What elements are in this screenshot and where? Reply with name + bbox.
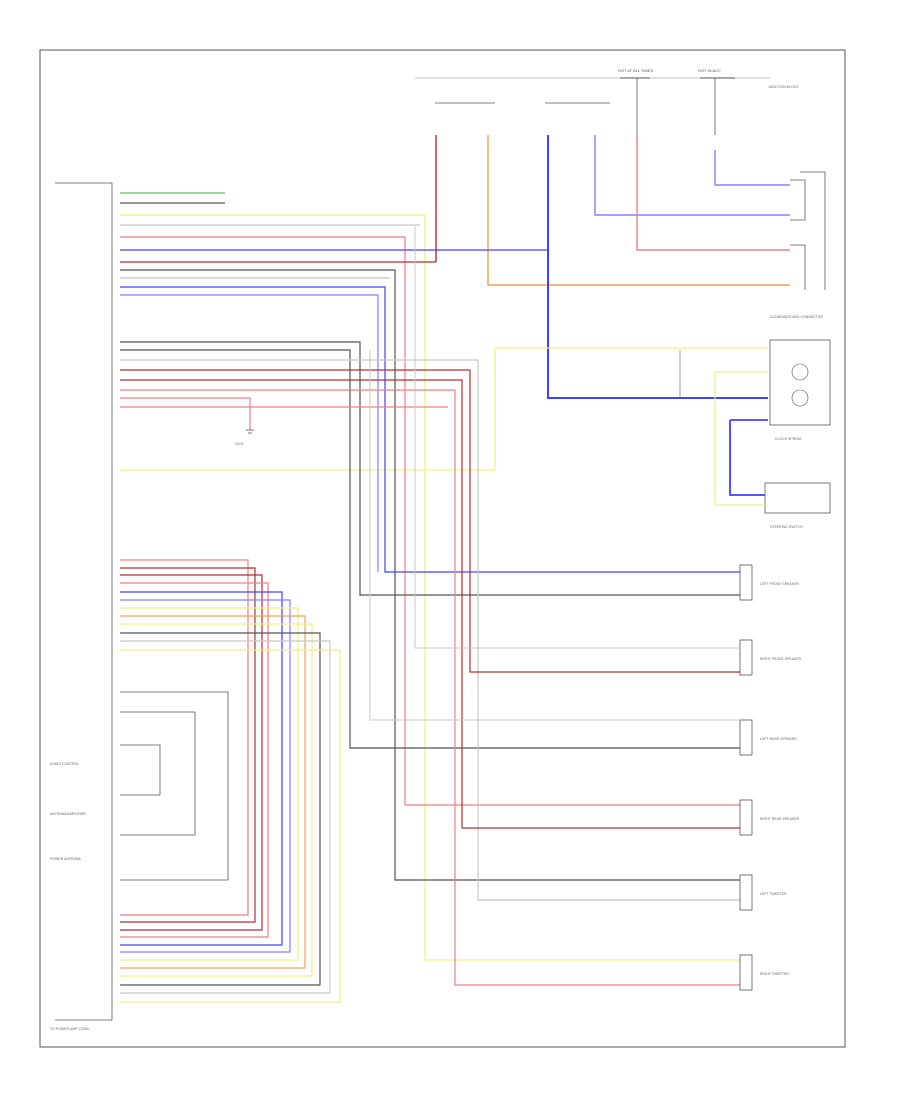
- junction-block-label: JUNCTION BLOCK: [768, 85, 799, 89]
- bottom-connector-label: TO POWER AMP CONN.: [50, 1027, 90, 1031]
- speaker-right-front: RIGHT FRONT SPEAKER: [739, 639, 802, 676]
- hot-at-all-times-label: HOT AT ALL TIMES: [618, 68, 653, 73]
- steering-switch-label: STEERING SWITCH: [770, 525, 803, 529]
- ground-symbol: G101: [235, 429, 254, 446]
- tweeter-right: RIGHT TWEETER: [739, 954, 789, 991]
- radio-unit: [55, 182, 113, 1021]
- tweeter-left: LEFT TWEETER: [739, 874, 787, 911]
- top-vertical-wires: [435, 135, 790, 399]
- svg-text:RIGHT FRONT SPEAKER: RIGHT FRONT SPEAKER: [760, 657, 802, 661]
- steering-switch: STEERING SWITCH: [764, 482, 831, 529]
- svg-text:RIGHT REAR SPEAKER: RIGHT REAR SPEAKER: [760, 817, 800, 821]
- power-antenna-label: POWER ANTENNA: [50, 857, 81, 861]
- radio-lower-wires: [120, 559, 341, 1003]
- speaker-right-rear: RIGHT REAR SPEAKER: [739, 799, 800, 836]
- svg-text:LEFT FRONT SPEAKER: LEFT FRONT SPEAKER: [760, 582, 799, 586]
- diagram-frame: [39, 49, 846, 1048]
- junction-connector: [790, 171, 826, 290]
- steering-wires: [120, 347, 768, 506]
- speaker-extra-wires: [369, 225, 740, 721]
- hot-in-acc-label: HOT IN ACC: [698, 68, 721, 73]
- speaker-left-front: LEFT FRONT SPEAKER: [739, 564, 799, 601]
- center-connector-label: CLEARANCE AND CONNECTOR: [770, 315, 824, 319]
- clock-spring: CLOCK SPRING: [769, 339, 831, 441]
- audio-control-label: AUDIO CONTROL: [50, 762, 79, 766]
- antenna-amplifier-label: ANTENNA AMPLIFIER: [50, 812, 86, 816]
- top-power-section: HOT AT ALL TIMES HOT IN ACC JUNCTION BLO…: [415, 68, 799, 135]
- clock-spring-label: CLOCK SPRING: [775, 437, 802, 441]
- svg-text:LEFT REAR SPEAKER: LEFT REAR SPEAKER: [760, 737, 797, 741]
- antenna-section: [120, 691, 229, 881]
- svg-text:LEFT TWEETER: LEFT TWEETER: [760, 892, 787, 896]
- ground-label: G101: [235, 442, 244, 446]
- svg-text:RIGHT TWEETER: RIGHT TWEETER: [760, 972, 789, 976]
- radio-upper-wires: [120, 192, 740, 986]
- speaker-left-rear: LEFT REAR SPEAKER: [739, 719, 797, 756]
